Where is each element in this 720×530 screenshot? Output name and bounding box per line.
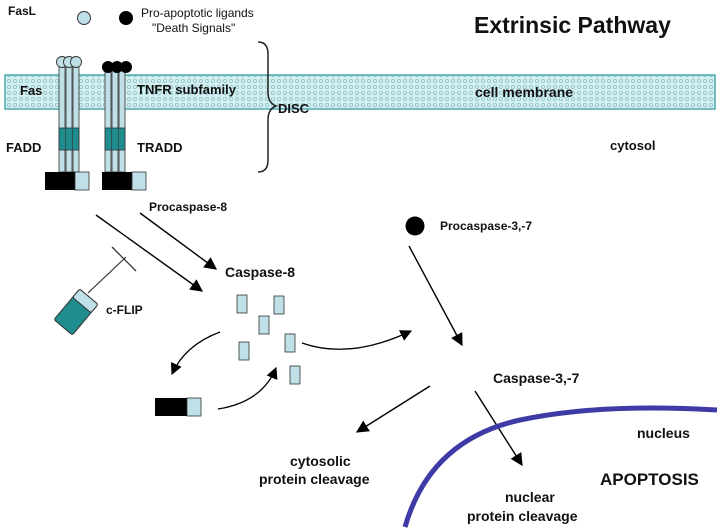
- fadd-complex-icon: [155, 397, 202, 417]
- fas-receptor: [45, 56, 90, 191]
- nucleus-label: nucleus: [637, 425, 690, 441]
- tnfr-receptor: [102, 61, 147, 191]
- death-signals-label: "Death Signals": [152, 21, 235, 35]
- fadd-label: FADD: [6, 140, 41, 155]
- procaspase8-arrow: [139, 212, 218, 270]
- inhibition-bar: [111, 246, 137, 272]
- pro-apoptotic-label: Pro-apoptotic ligands: [141, 6, 254, 20]
- caspase8-activation-arrow: [301, 330, 413, 350]
- fasl-label: FasL: [8, 4, 36, 18]
- fasl-ligand-icon: [77, 11, 91, 25]
- nucleus-envelope: [402, 405, 718, 528]
- disc-label: DISC: [278, 101, 310, 116]
- cytosol-label: cytosol: [610, 138, 656, 153]
- cflip-icon: [54, 289, 98, 335]
- apoptosis-label: APOPTOSIS: [600, 470, 699, 489]
- caspase8-units: [236, 294, 301, 385]
- cell-membrane-label: cell membrane: [475, 84, 573, 100]
- caspase8-to-fadd-arrow: [170, 331, 221, 376]
- disc-brace: [257, 41, 279, 173]
- cell-membrane-band: [4, 74, 716, 110]
- cytosolic-cleavage-label: cytosolic: [290, 453, 351, 469]
- cflip-label: c-FLIP: [106, 303, 143, 317]
- caspase37-label: Caspase-3,-7: [493, 370, 580, 386]
- procaspase37-arrow: [408, 245, 463, 347]
- procaspase37-label: Procaspase-3,-7: [440, 219, 532, 233]
- nuclear-cleavage-label: nuclear: [505, 489, 555, 505]
- tradd-label: TRADD: [137, 140, 183, 155]
- fas-label: Fas: [20, 83, 42, 98]
- tnfr-label: TNFR subfamily: [137, 82, 237, 97]
- fadd-to-caspase8-arrow: [217, 366, 278, 410]
- procaspase8-label: Procaspase-8: [149, 200, 227, 214]
- page-title: Extrinsic Pathway: [474, 12, 671, 38]
- disc-to-caspase8-arrow: [95, 214, 204, 292]
- caspase8-label: Caspase-8: [225, 264, 295, 280]
- cflip-inhibitor: [54, 246, 137, 335]
- nuclear-cleavage-label-2: protein cleavage: [467, 508, 578, 524]
- death-signal-ligand-icon: [119, 11, 133, 25]
- cytosolic-cleavage-label-2: protein cleavage: [259, 471, 370, 487]
- to-cytosolic-cleavage-arrow: [355, 385, 431, 433]
- procaspase37-icon: [405, 216, 425, 236]
